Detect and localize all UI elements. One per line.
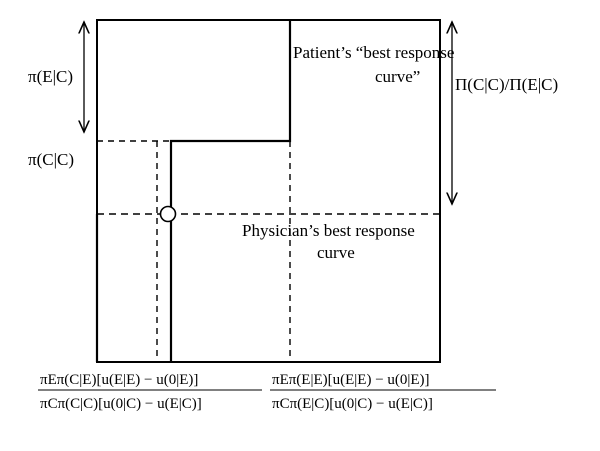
left-threshold-numerator: πEπ(C|E)[u(E|E) − u(0|E)] xyxy=(40,372,198,388)
label-ratio: Π(C|C)/Π(E|C) xyxy=(455,75,558,94)
patient-curve-label-line2: curve” xyxy=(375,67,420,86)
patient-best-response-curve xyxy=(169,20,292,362)
physician-curve-label-line1: Physician’s best response xyxy=(242,221,415,240)
label-pi-e-given-c: π(E|C) xyxy=(28,67,73,86)
left-threshold-denominator: πCπ(C|C)[u(0|C) − u(E|C)] xyxy=(40,396,202,412)
right-threshold-denominator: πCπ(E|C)[u(0|C) − u(E|C)] xyxy=(272,396,433,412)
physician-curve-label-line2: curve xyxy=(317,243,355,262)
label-pi-c-given-c: π(C|C) xyxy=(28,150,74,169)
right-threshold-numerator: πEπ(E|E)[u(E|E) − u(0|E)] xyxy=(272,372,430,388)
patient-curve-label-line1: Patient’s “best response xyxy=(293,43,454,62)
equilibrium-point xyxy=(159,205,177,223)
outer-frame xyxy=(96,19,441,363)
